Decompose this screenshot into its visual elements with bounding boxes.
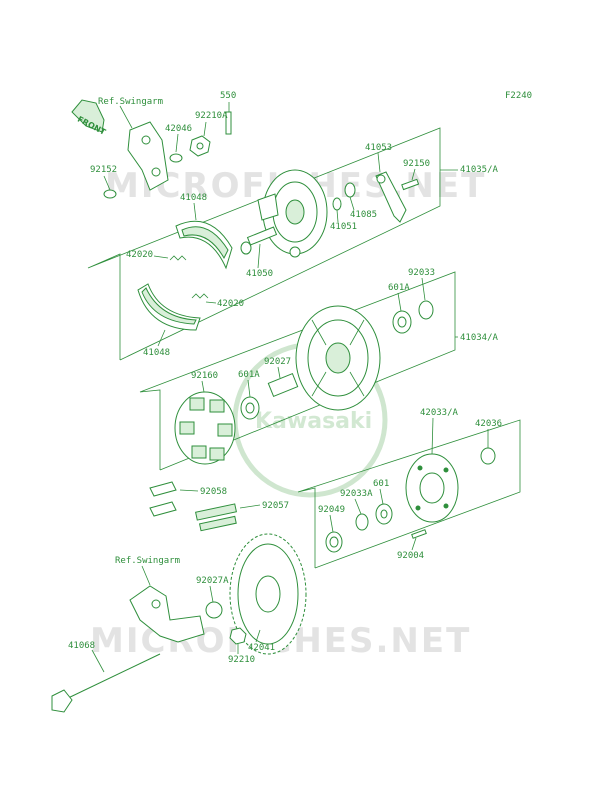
logo-text: Kawasaki [255,409,372,434]
brake-panel [257,169,328,258]
spring-42020-bottom [191,293,209,299]
circlip-92033-top [418,300,434,320]
hub-damper-92160 [174,391,236,465]
wheel-hub [295,305,381,411]
nut-92210a [189,135,211,157]
swingarm-bracket-bottom [129,585,205,643]
collar-92027 [267,372,299,398]
part-label-42033a: 42033/A [420,408,459,418]
bearing-601 [375,503,393,525]
part-label-601: 601 [373,479,389,489]
part-label-41035a: 41035/A [460,165,499,175]
part-label-42020-bottom: 42020 [217,299,244,309]
part-label-92033-top: 92033 [408,268,435,278]
brake-shoe-top [175,220,233,270]
part-label-42046: 42046 [165,124,192,134]
brake-cam-lever [375,171,407,223]
washer-41051 [332,197,342,211]
bolt-550 [225,102,232,135]
circlip-92033a [355,513,369,531]
bolt-92150 [401,178,420,191]
part-label-92033a: 92033A [340,489,373,499]
rear-sprocket [229,533,307,655]
part-label-92004: 92004 [397,551,424,561]
figure-code: F2240 [505,91,532,101]
part-label-92152: 92152 [90,165,117,175]
seal-92049 [325,531,343,553]
part-label-42041: 42041 [248,643,275,653]
part-label-550: 550 [220,91,236,101]
part-label-41085: 41085 [350,210,377,220]
part-label-92058: 92058 [200,487,227,497]
part-label-41034a: 41034/A [460,333,499,343]
collar-92027a [205,601,223,619]
collar-42036 [480,447,496,465]
sprocket-coupling [405,453,459,523]
part-label-92049: 92049 [318,505,345,515]
stud-92004 [411,529,427,539]
part-label-601a-mid: 601A [238,370,260,380]
part-label-41068: 41068 [68,641,95,651]
washer-92152 [103,189,117,199]
part-label-92027: 92027 [264,357,291,367]
part-label-601a-top: 601A [388,283,410,293]
part-label-41050: 41050 [246,269,273,279]
seal-41085 [344,182,356,198]
ref-swingarm-top: Ref.Swingarm [98,97,163,107]
group-bracket-bottom [297,419,521,569]
part-label-41053: 41053 [365,143,392,153]
part-label-41051: 41051 [330,222,357,232]
swingarm-bracket-top [127,121,169,191]
brake-shoe-bottom [137,283,201,331]
ref-swingarm-bottom: Ref.Swingarm [115,556,180,566]
part-label-92210: 92210 [228,655,255,665]
part-label-42036: 42036 [475,419,502,429]
part-label-92027a: 92027A [196,576,229,586]
chain-joint [149,481,237,532]
spring-42020-top [169,255,187,261]
brake-cam-41050 [240,226,278,255]
rear-axle [51,653,161,713]
part-label-92210a: 92210A [195,111,228,121]
part-label-41048-top: 41048 [180,193,207,203]
part-label-42020-top: 42020 [126,250,153,260]
part-label-92160: 92160 [191,371,218,381]
nut-92210 [229,627,247,645]
part-label-92057: 92057 [262,501,289,511]
part-label-92150: 92150 [403,159,430,169]
bearing-601a-mid [240,396,260,420]
part-label-41048-bottom: 41048 [143,348,170,358]
group-bracket-middle [139,271,456,471]
bearing-601a-top [392,310,412,334]
washer-42046 [169,153,183,163]
